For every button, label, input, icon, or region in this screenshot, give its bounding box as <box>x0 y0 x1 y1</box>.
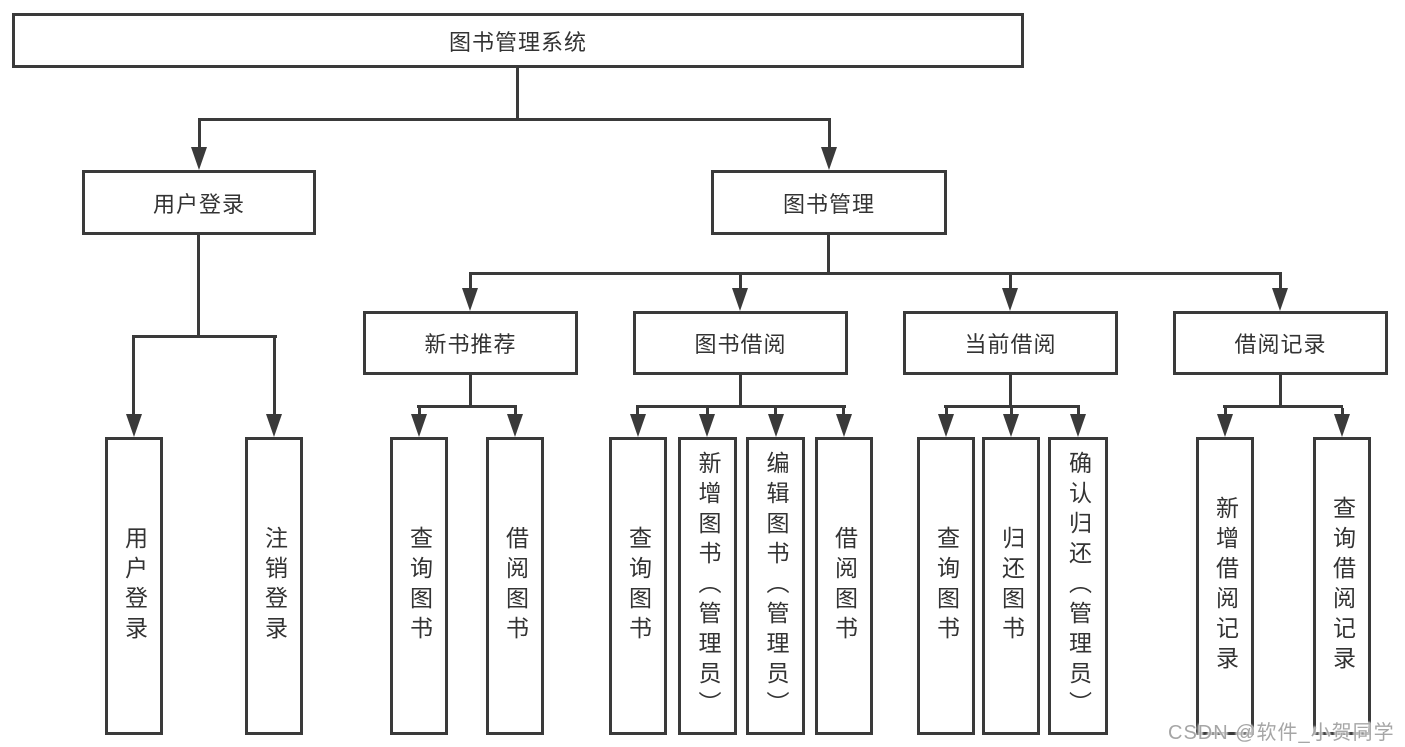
watermark: CSDN @软件_小贺同学 <box>1168 722 1395 744</box>
node-borrowing-records: 借阅记录 <box>1173 311 1388 375</box>
arrow-down-icon <box>768 414 784 437</box>
connector-line <box>1009 375 1012 408</box>
connector-line <box>198 121 201 149</box>
node-leaf-edit-books-admin: 编辑图书（管理员） <box>746 437 805 735</box>
connector-line <box>469 275 472 290</box>
connector-line <box>1279 275 1282 290</box>
node-new-book-recommend: 新书推荐 <box>363 311 578 375</box>
arrow-down-icon <box>1272 288 1288 311</box>
node-current-borrowing: 当前借阅 <box>903 311 1118 375</box>
node-leaf-logout: 注销登录 <box>245 437 303 735</box>
connector-line <box>197 235 200 338</box>
node-leaf-user-login: 用户登录 <box>105 437 163 735</box>
arrow-down-icon <box>821 147 837 170</box>
arrow-down-icon <box>411 414 427 437</box>
node-leaf-borrow-books-recommend: 借阅图书 <box>486 437 544 735</box>
connector-line <box>842 408 845 416</box>
arrow-down-icon <box>507 414 523 437</box>
arrow-down-icon <box>699 414 715 437</box>
node-leaf-query-books-recommend: 查询图书 <box>390 437 448 735</box>
connector-line <box>1279 375 1282 408</box>
arrow-down-icon <box>266 414 282 437</box>
connector-line <box>1224 408 1227 416</box>
node-label: 查询图书 <box>625 526 652 646</box>
node-book-management: 图书管理 <box>711 170 947 235</box>
node-label: 借阅图书 <box>502 526 529 646</box>
node-leaf-add-borrow-record: 新增借阅记录 <box>1196 437 1254 735</box>
node-label: 查询图书 <box>933 526 960 646</box>
connector-line <box>418 408 421 416</box>
arrow-down-icon <box>836 414 852 437</box>
node-label: 注销登录 <box>261 526 288 646</box>
connector-line <box>944 405 1080 408</box>
node-library-management-system: 图书管理系统 <box>12 13 1024 68</box>
connector-line <box>1009 275 1012 290</box>
node-label: 编辑图书（管理员） <box>763 451 789 721</box>
arrow-down-icon <box>1217 414 1233 437</box>
node-leaf-confirm-return-admin: 确认归还（管理员） <box>1048 437 1108 735</box>
node-label: 确认归还（管理员） <box>1065 451 1092 721</box>
arrow-down-icon <box>630 414 646 437</box>
node-label: 查询借阅记录 <box>1329 496 1356 676</box>
node-leaf-borrow-books: 借阅图书 <box>815 437 873 735</box>
arrow-down-icon <box>1002 288 1018 311</box>
node-label: 新增图书（管理员） <box>695 451 721 721</box>
connector-line <box>469 272 1282 275</box>
connector-line <box>469 375 472 408</box>
node-leaf-query-books-current: 查询图书 <box>917 437 975 735</box>
connector-line <box>636 408 639 416</box>
connector-line <box>1341 408 1344 416</box>
node-leaf-query-books-borrowing: 查询图书 <box>609 437 667 735</box>
node-leaf-query-borrow-record: 查询借阅记录 <box>1313 437 1371 735</box>
connector-line <box>514 408 517 416</box>
connector-line <box>417 405 517 408</box>
connector-line <box>739 375 742 408</box>
connector-line <box>1223 405 1343 408</box>
connector-line <box>1010 408 1013 416</box>
connector-line <box>132 338 135 416</box>
connector-line <box>516 68 519 121</box>
arrow-down-icon <box>938 414 954 437</box>
arrow-down-icon <box>191 147 207 170</box>
node-book-borrowing: 图书借阅 <box>633 311 848 375</box>
connector-line <box>739 275 742 290</box>
node-user-login: 用户登录 <box>82 170 316 235</box>
node-label: 新增借阅记录 <box>1212 496 1239 676</box>
connector-line <box>1077 408 1080 416</box>
node-label: 借阅图书 <box>831 526 858 646</box>
connector-line <box>945 408 948 416</box>
connector-line <box>827 235 830 275</box>
connector-line <box>636 405 846 408</box>
arrow-down-icon <box>732 288 748 311</box>
node-label: 用户登录 <box>121 526 148 646</box>
node-label: 查询图书 <box>406 526 433 646</box>
connector-line <box>774 408 777 416</box>
connector-line <box>273 338 276 416</box>
node-leaf-return-books: 归还图书 <box>982 437 1040 735</box>
arrow-down-icon <box>1334 414 1350 437</box>
arrow-down-icon <box>462 288 478 311</box>
connector-line <box>132 335 277 338</box>
arrow-down-icon <box>1003 414 1019 437</box>
arrow-down-icon <box>1070 414 1086 437</box>
node-leaf-add-books-admin: 新增图书（管理员） <box>678 437 737 735</box>
connector-line <box>198 118 831 121</box>
connector-line <box>828 121 831 149</box>
node-label: 归还图书 <box>998 526 1025 646</box>
connector-line <box>706 408 709 416</box>
arrow-down-icon <box>126 414 142 437</box>
